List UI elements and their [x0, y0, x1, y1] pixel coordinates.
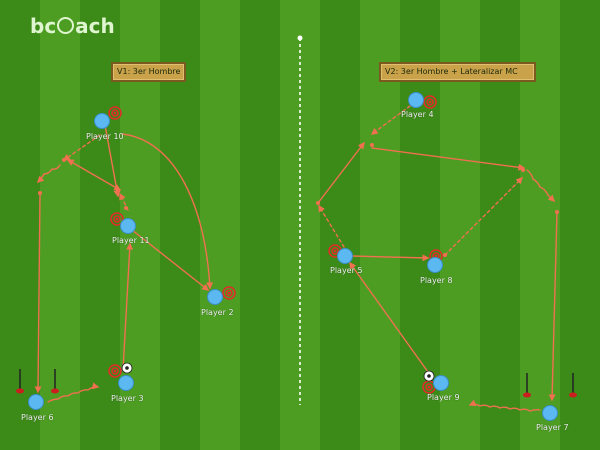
dribble-p7-to-p9 [468, 399, 541, 412]
v1-title: V1: 3er Hombre [111, 62, 187, 82]
dribble-right-corner [526, 169, 555, 202]
pitch-stripe [200, 0, 240, 450]
player-icon [408, 92, 424, 108]
pass-p5-to-p8 [351, 254, 430, 262]
ball-icon [121, 362, 133, 374]
players-layer [28, 92, 558, 421]
pass-p10-dashed [62, 134, 101, 161]
pass-p5-dashed [318, 204, 345, 248]
pitch-stripe [320, 0, 360, 450]
cones-layer [16, 369, 577, 398]
dribble-mid-left [37, 164, 61, 183]
target-icon [108, 106, 122, 120]
target-icon [423, 95, 437, 109]
player-3-label: Player 3 [111, 394, 144, 403]
run-left-up [317, 141, 365, 204]
pass-p11-to-p2 [131, 229, 210, 291]
player-7-label: Player 7 [536, 423, 569, 432]
player-10-label: Player 10 [86, 132, 124, 141]
player-9-label: Player 9 [427, 393, 460, 402]
target-icon [222, 286, 236, 300]
player-5-label: Player 5 [330, 266, 363, 275]
pass-p8-dashed [444, 177, 523, 256]
dribble-p6-to-p3 [47, 382, 100, 403]
player-2-label: Player 2 [201, 308, 234, 317]
pass-p4-dashed [370, 105, 411, 135]
pitch-stripe [240, 0, 280, 450]
cone-icon [523, 373, 531, 398]
cone-icon [51, 369, 59, 394]
arrows-layer [34, 105, 558, 412]
run-p10-to-p2 [121, 133, 214, 290]
player-icon [28, 394, 44, 410]
target-icon [110, 212, 124, 226]
pass-dots [38, 143, 559, 257]
player-icon [542, 405, 558, 421]
player-icon [120, 218, 136, 234]
run-left-down [34, 192, 42, 394]
cone-icon [569, 373, 577, 398]
pass-p9-to-p5 [349, 261, 429, 373]
balls-layer [121, 362, 435, 382]
player-icon [207, 289, 223, 305]
pitch-stripe [40, 0, 80, 450]
logo-ball-icon [57, 17, 75, 34]
player-icon [118, 375, 134, 391]
player-icon [94, 113, 110, 129]
player-11-label: Player 11 [112, 236, 150, 245]
player-8-label: Player 8 [420, 276, 453, 285]
target-icon [108, 364, 122, 378]
pass-mid-to-right [371, 147, 526, 171]
pass-p3-to-p11 [122, 242, 134, 371]
cone-icon [16, 369, 24, 394]
pitch-stripe [560, 0, 600, 450]
player-icon [337, 248, 353, 264]
halfway-line-end [297, 35, 303, 41]
player-icon [427, 257, 443, 273]
pass-p11-to-mid [66, 159, 122, 191]
player-4-label: Player 4 [401, 110, 434, 119]
player-6-left-label: Player 6 [21, 413, 54, 422]
ball-icon [423, 370, 435, 382]
v2-title: V2: 3er Hombre + Lateralizar MC [379, 62, 536, 82]
player-icon [433, 375, 449, 391]
run-right-down [548, 211, 558, 402]
